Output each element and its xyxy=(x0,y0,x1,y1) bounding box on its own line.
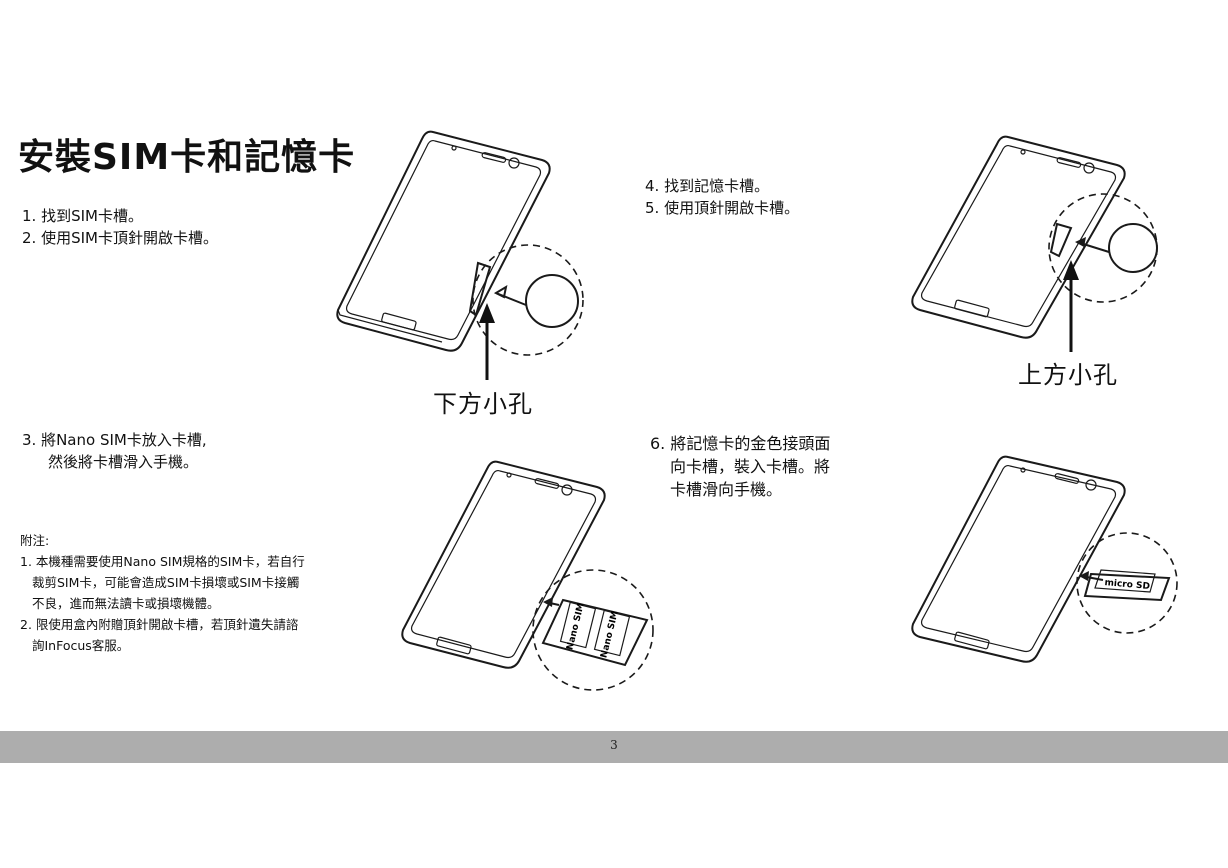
step-6-line-1: 6. 將記憶卡的金色接頭面 xyxy=(650,434,831,453)
brand-logo xyxy=(954,631,990,650)
page-number: 3 xyxy=(610,738,618,752)
note-block: 附注: 1. 本機種需要使用Nano SIM規格的SIM卡，若自行 裁剪SIM卡… xyxy=(20,530,305,656)
phone-illustration xyxy=(336,130,584,380)
sim-tray-detail: Nano SIM Nano SIM xyxy=(532,569,654,691)
lens-icon xyxy=(451,145,457,151)
step-5: 5. 使用頂針開啟卡槽。 xyxy=(645,199,800,217)
step-3: 3. 將Nano SIM卡放入卡槽, 然後將卡槽滑入手機。 xyxy=(22,429,207,473)
page-title: 安裝SIM卡和記憶卡 xyxy=(18,137,356,178)
steps-4-5: 4. 找到記憶卡槽。 5. 使用頂針開啟卡槽。 xyxy=(645,175,799,219)
sim-tray-icon: Nano SIM Nano SIM xyxy=(541,598,649,667)
caption-upper-hole: 上方小孔 xyxy=(1018,361,1118,389)
sd-tray-detail: micro SD xyxy=(1076,532,1178,634)
note-line: 詢InFocus客服。 xyxy=(32,638,130,653)
step-6-line-2: 向卡槽，裝入卡槽。將 xyxy=(670,457,831,476)
steps-1-2: 1. 找到SIM卡槽。 2. 使用SIM卡頂針開啟卡槽。 xyxy=(22,205,218,249)
step-3-line-1: 3. 將Nano SIM卡放入卡槽, xyxy=(22,431,207,449)
step-3-line-2: 然後將卡槽滑入手機。 xyxy=(48,453,199,471)
brand-logo xyxy=(954,299,990,318)
step-1: 1. 找到SIM卡槽。 xyxy=(22,207,143,225)
brand-logo xyxy=(436,636,472,655)
step-6: 6. 將記憶卡的金色接頭面 向卡槽，裝入卡槽。將 卡槽滑向手機。 xyxy=(650,432,830,501)
step-6-line-3: 卡槽滑向手機。 xyxy=(670,480,783,499)
footer-bar: 3 xyxy=(0,731,1228,763)
caption-lower-hole: 下方小孔 xyxy=(433,390,533,418)
note-line: 不良，進而無法讀卡或損壞機體。 xyxy=(32,596,220,611)
note-line: 1. 本機種需要使用Nano SIM規格的SIM卡，若自行 xyxy=(20,554,305,569)
eject-detail-circle xyxy=(1048,193,1158,303)
sd-card-icon: micro SD xyxy=(1083,569,1171,602)
note-line: 2. 限使用盒內附贈頂針開啟卡槽，若頂針遺失請諮 xyxy=(20,617,299,632)
phone-illustration xyxy=(911,135,1158,352)
arrow-icon xyxy=(479,303,495,380)
step-4: 4. 找到記憶卡槽。 xyxy=(645,177,770,195)
arrow-icon xyxy=(1063,260,1079,352)
step-2: 2. 使用SIM卡頂針開啟卡槽。 xyxy=(22,229,218,247)
note-line: 裁剪SIM卡，可能會造成SIM卡損壞或SIM卡接觸 xyxy=(32,575,300,590)
brand-logo xyxy=(381,312,417,331)
phone-illustration: Nano SIM Nano SIM xyxy=(401,460,654,691)
eject-detail-circle xyxy=(468,244,584,356)
micro-sd-label: micro SD xyxy=(1104,578,1150,592)
note-heading: 附注: xyxy=(20,533,50,548)
phone-illustration: micro SD xyxy=(911,455,1178,663)
